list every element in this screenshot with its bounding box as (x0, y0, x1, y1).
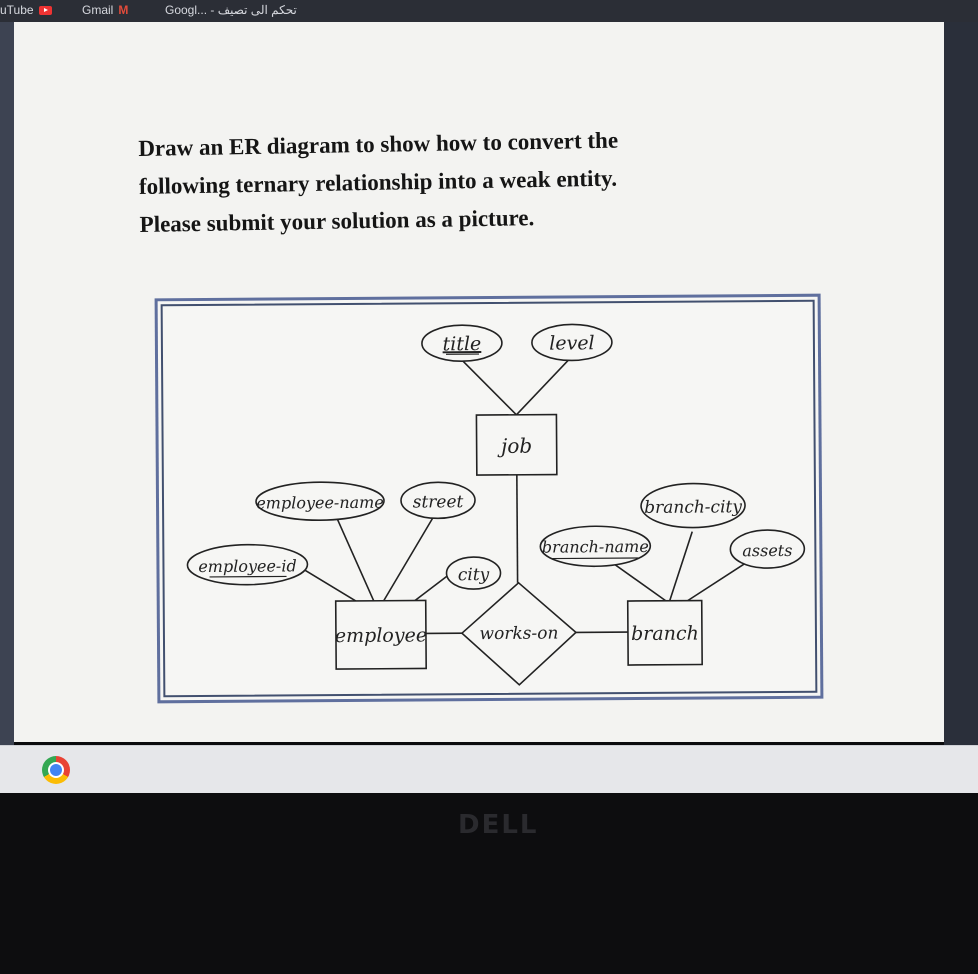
entity-branch: branch (626, 599, 703, 666)
bookmark-label: Googl... - تحكم الى تصيف (165, 3, 297, 17)
attribute-label: title (443, 333, 482, 355)
entity-employee: employee (335, 599, 427, 670)
relationship-works-on: works-on (460, 581, 578, 686)
attribute-label: street (413, 492, 464, 512)
attribute-title: title (421, 324, 503, 362)
entity-label: job (497, 434, 532, 458)
dell-logo: DELL (458, 810, 539, 840)
bookmark-youtube[interactable]: uTube (0, 3, 52, 17)
attribute-label: city (458, 565, 490, 585)
attribute-branch-city: branch-city (640, 482, 746, 529)
bookmark-google[interactable]: Googl... - تحكم الى تصيف (165, 3, 297, 17)
bookmark-gmail[interactable]: Gmail M (82, 3, 128, 17)
bookmark-label: uTube (0, 3, 34, 17)
attribute-label: employee-name (256, 493, 384, 513)
attribute-employee-id: employee-id (186, 543, 309, 586)
attribute-label: level (549, 332, 595, 354)
entity-label: branch (631, 623, 699, 645)
attribute-label: employee-id (198, 556, 297, 576)
attribute-branch-name: branch-name (539, 525, 652, 568)
relationship-label: works-on (479, 624, 558, 645)
entity-label: employee (335, 624, 427, 647)
figure-inner-frame (160, 299, 818, 698)
window-left-edge (0, 22, 14, 752)
bookmark-label: Gmail (82, 3, 114, 17)
taskbar (0, 745, 978, 794)
window-right-edge (944, 22, 978, 752)
er-diagram: job employee branch works-on title level… (154, 293, 824, 704)
attribute-level: level (531, 323, 613, 362)
attribute-employee-name: employee-name (255, 481, 385, 521)
figure-frame-gap (157, 296, 821, 701)
attribute-assets: assets (729, 529, 806, 569)
bookmarks-bar: uTube Gmail M Googl... - تحكم الى تصيف (0, 0, 978, 22)
attribute-label: branch-name (542, 537, 649, 557)
question-text: Draw an ER diagram to show how to conver… (138, 119, 780, 244)
youtube-icon (38, 5, 52, 15)
connector-lines (303, 358, 746, 635)
attribute-label: branch-city (644, 497, 742, 518)
attribute-city: city (445, 556, 502, 590)
attribute-label: assets (742, 541, 792, 560)
attribute-street: street (400, 481, 476, 520)
monitor-bezel (0, 793, 978, 974)
gmail-icon: M (118, 3, 129, 17)
entity-job: job (475, 413, 558, 476)
chrome-icon[interactable] (42, 756, 70, 784)
